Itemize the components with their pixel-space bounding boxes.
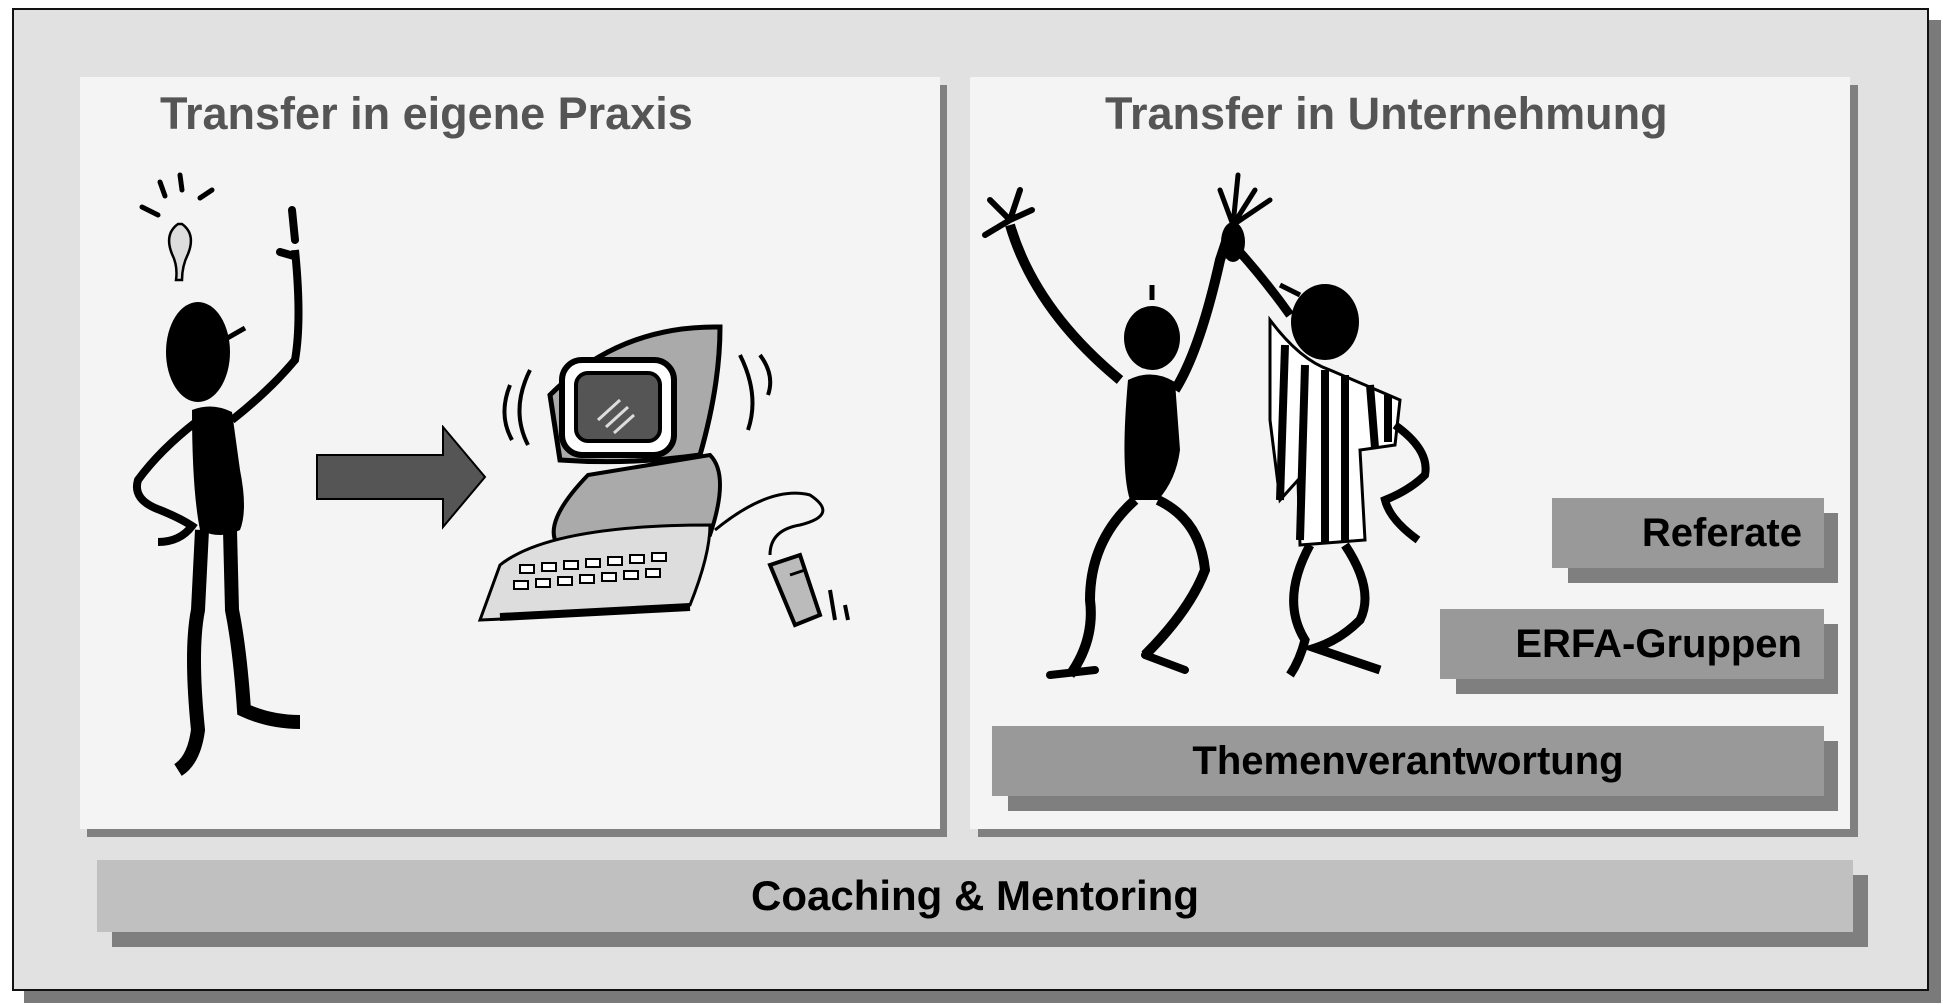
themen-box: Themenverantwortung <box>992 726 1824 796</box>
right-panel-title: Transfer in Unternehmung <box>1105 88 1668 139</box>
mouse-icon <box>767 552 823 628</box>
referate-box: Referate <box>1552 498 1824 568</box>
computer-icon <box>477 324 850 628</box>
left-panel-title: Transfer in eigene Praxis <box>160 88 693 139</box>
lightbulb-icon <box>139 172 215 282</box>
right-panel <box>970 77 1850 829</box>
coaching-mentoring-bar: Coaching & Mentoring <box>97 860 1853 932</box>
erfa-box: ERFA-Gruppen <box>1440 609 1824 679</box>
arrow-right-icon <box>316 425 487 530</box>
thinking-person-icon <box>133 172 303 776</box>
celebrating-people-icon <box>982 172 1430 679</box>
